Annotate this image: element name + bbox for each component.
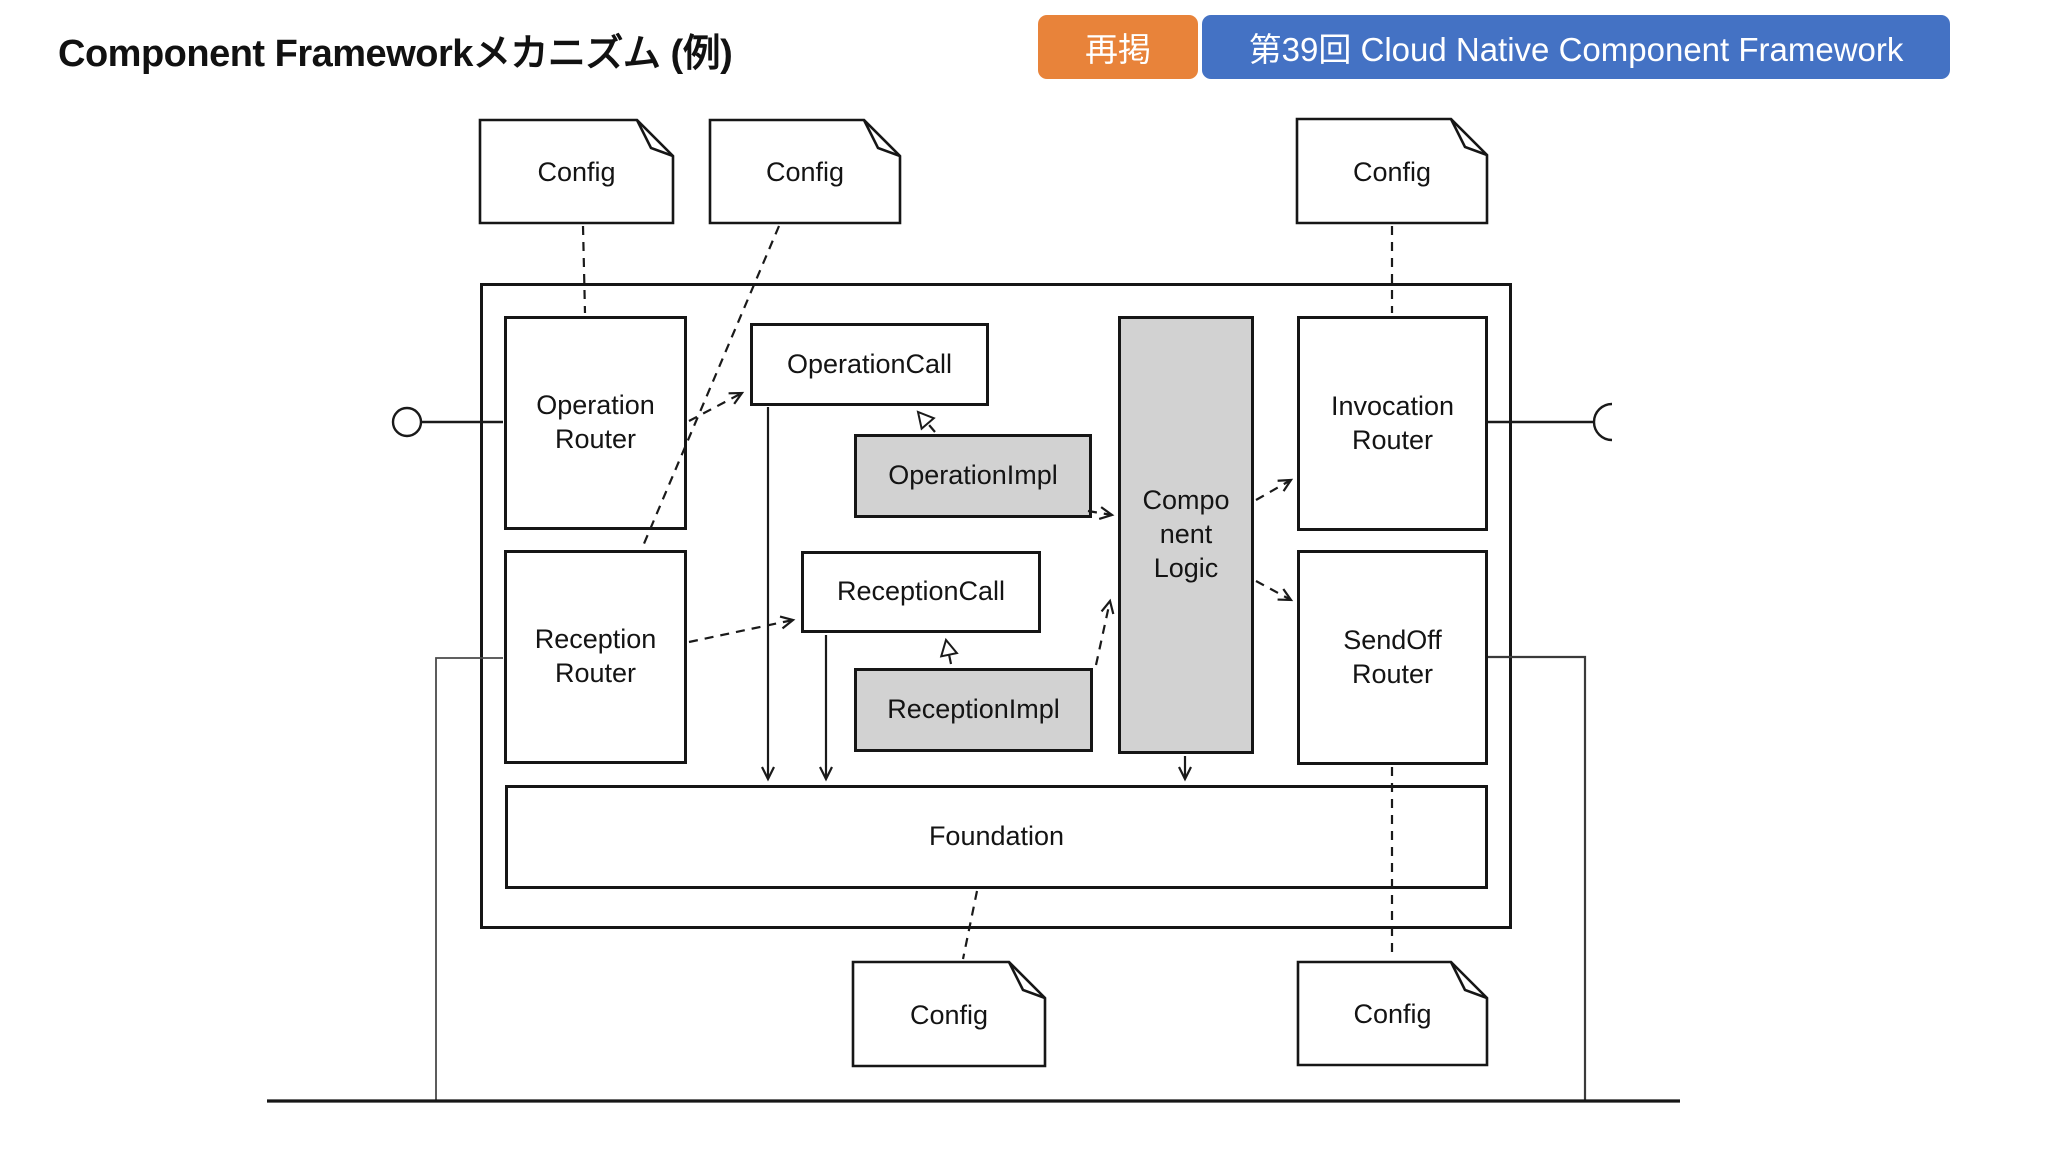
required-interface-icon <box>1488 402 1613 442</box>
series-badge: 第39回 Cloud Native Component Framework <box>1202 15 1950 79</box>
framework-frame <box>480 283 1512 929</box>
connector-receptionimpl-componentlogic <box>1094 598 1115 666</box>
connector-operationimpl-componentlogic <box>1087 506 1115 520</box>
operation-impl-box: OperationImpl <box>854 434 1092 518</box>
realization-operationimpl-operationcall <box>916 410 936 433</box>
config-note-shape-bottom-left <box>851 960 1047 1068</box>
connector-config2-reception-router <box>641 225 781 547</box>
config-note-label: Config <box>909 999 989 1030</box>
component-logic-box: Compo nent Logic <box>1118 316 1254 754</box>
config-note-label: Config <box>1353 999 1432 1029</box>
reprint-badge: 再掲 <box>1038 15 1198 79</box>
connector-componentlogic-invocation-router <box>1255 478 1294 501</box>
invocation-router-box: Invocation Router <box>1297 316 1488 531</box>
config-note-shape-bottom-right <box>1296 960 1489 1067</box>
config-note-shape-top-right <box>1295 117 1489 225</box>
realization-receptionimpl-receptioncall <box>939 637 959 665</box>
config-note-label: Config <box>537 157 616 187</box>
sendoff-router-box: SendOff Router <box>1297 550 1488 765</box>
config-note-shape-top-left <box>478 118 675 225</box>
config-note-shape-top-mid <box>708 118 902 225</box>
foundation-box: Foundation <box>505 785 1488 889</box>
connector-operation-router-operationcall <box>688 391 745 422</box>
config-note-label: Config <box>765 157 845 187</box>
connector-config4-foundation <box>961 890 979 960</box>
provided-interface-icon <box>391 406 503 438</box>
connector-reception-router-receptioncall <box>688 615 796 644</box>
connector-componentlogic-sendoff-router <box>1255 580 1294 602</box>
operation-router-box: Operation Router <box>504 316 687 530</box>
reception-call-box: ReceptionCall <box>801 551 1041 633</box>
loopback-connector <box>267 655 1680 1103</box>
operation-call-box: OperationCall <box>750 323 989 406</box>
page-title: Component Frameworkメカニズム (例) <box>58 33 733 75</box>
config-note-label: Config <box>1352 156 1432 187</box>
reception-impl-box: ReceptionImpl <box>854 668 1093 752</box>
reception-router-box: Reception Router <box>504 550 687 764</box>
connector-config1-operation-router <box>581 225 587 314</box>
